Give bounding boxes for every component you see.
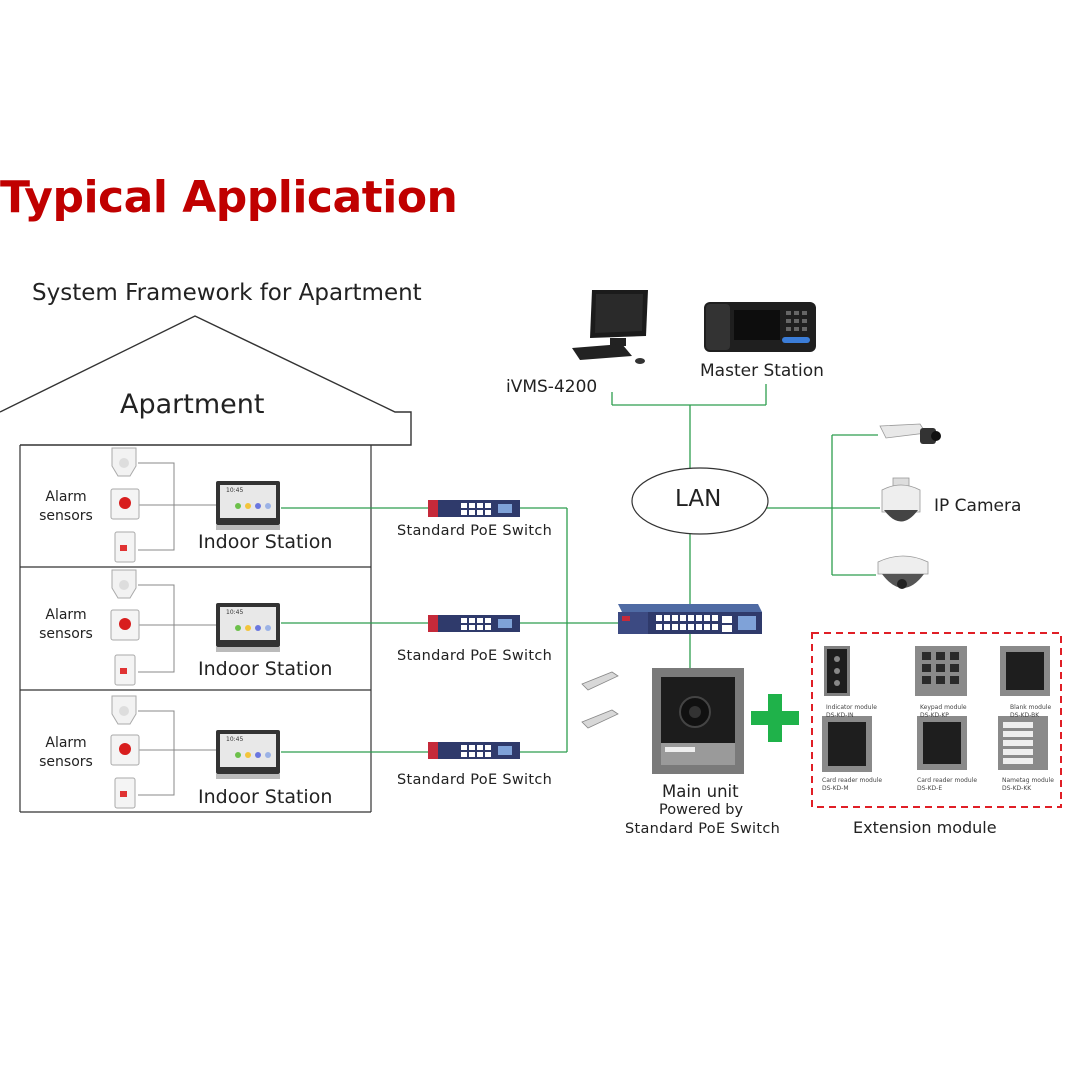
alarm-sensors-label: Alarm sensors bbox=[39, 489, 93, 524]
alarm-sensors-label: Alarm sensors bbox=[39, 735, 93, 770]
extension-box bbox=[811, 632, 1062, 808]
main-unit-label: Main unit bbox=[662, 782, 739, 801]
sensor-lines bbox=[138, 462, 217, 796]
lan-ellipse bbox=[631, 467, 769, 535]
poe-switch-label: Standard PoE Switch bbox=[397, 648, 553, 664]
alarm-sensors-label: Alarm sensors bbox=[39, 607, 93, 642]
lan-label: LAN bbox=[675, 486, 722, 512]
framework-title: System Framework for Apartment bbox=[32, 280, 422, 306]
apartment-label: Apartment bbox=[120, 389, 265, 420]
powered-switch-label: Standard PoE Switch bbox=[625, 821, 781, 837]
house-roof-outline bbox=[0, 315, 412, 446]
poe-switch-label: Standard PoE Switch bbox=[397, 523, 553, 539]
indoor-station-label: Indoor Station bbox=[198, 786, 333, 808]
powered-by-label: Powered by bbox=[659, 802, 744, 818]
master-station-label: Master Station bbox=[700, 361, 824, 381]
indoor-station-label: Indoor Station bbox=[198, 658, 333, 680]
floor-boxes bbox=[19, 445, 372, 813]
network-lines bbox=[281, 384, 880, 753]
extension-module-label: Extension module bbox=[853, 818, 997, 837]
screen-time: 10:45 bbox=[226, 487, 244, 494]
plus-icon bbox=[751, 694, 799, 742]
screen-time: 10:45 bbox=[226, 609, 244, 616]
indoor-station-label: Indoor Station bbox=[198, 531, 333, 553]
ip-camera-label: IP Camera bbox=[934, 496, 1022, 516]
screen-time: 10:45 bbox=[226, 736, 244, 743]
poe-switch-label: Standard PoE Switch bbox=[397, 772, 553, 788]
ivms-label: iVMS-4200 bbox=[506, 377, 598, 397]
slide-title: Typical Application bbox=[0, 172, 458, 223]
